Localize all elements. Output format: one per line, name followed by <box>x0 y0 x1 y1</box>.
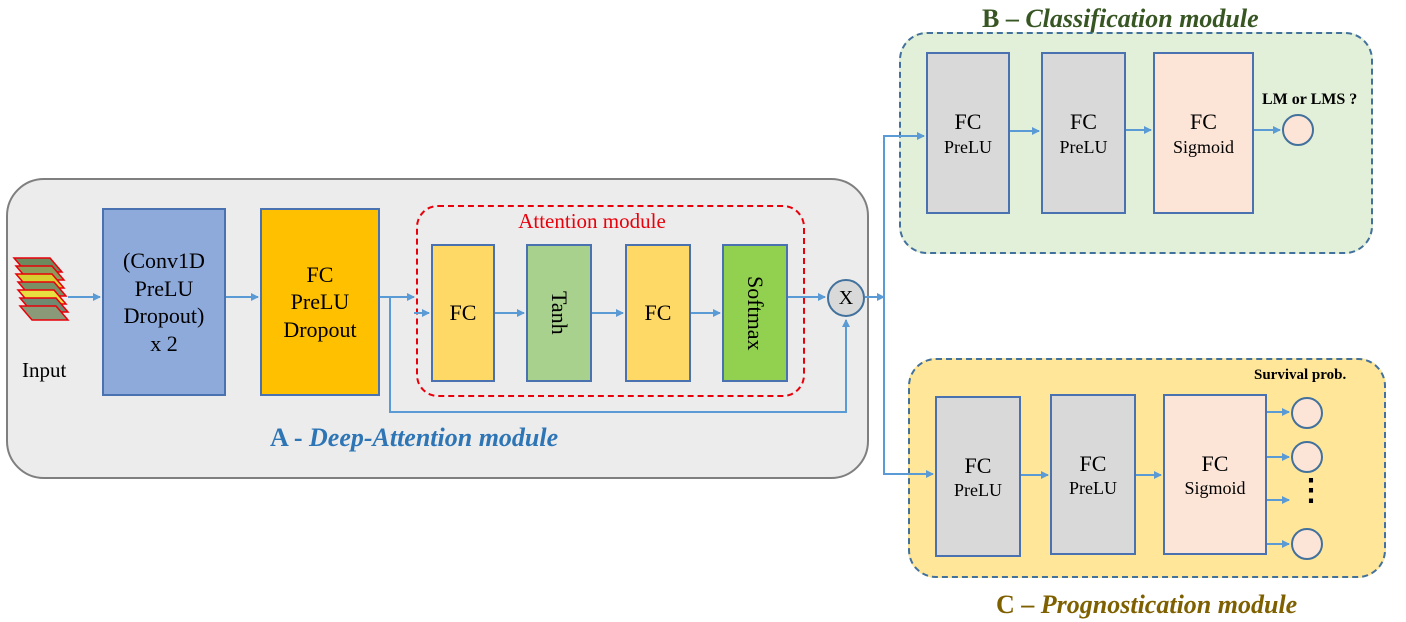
prognostication-fc-3-line-1: FC <box>1201 450 1229 476</box>
classification-fc-1: FC PreLU <box>926 52 1010 214</box>
tanh-label: Tanh <box>547 291 572 335</box>
classification-fc-1-line-2: PreLU <box>944 136 992 157</box>
classification-fc-3-line-2: Sigmoid <box>1172 136 1234 157</box>
survival-ellipsis: ⋮ <box>1296 474 1326 507</box>
conv1d-line-1: (Conv1D <box>123 248 205 273</box>
attention-fc-1: FC <box>431 244 495 382</box>
multiply-symbol: X <box>838 286 854 309</box>
classification-fc-1-line-1: FC <box>954 109 982 134</box>
prognostication-fc-3-line-2: Sigmoid <box>1184 478 1246 498</box>
module-b-title: B – Classification module <box>982 4 1259 34</box>
module-b-name: Classification module <box>1025 4 1259 33</box>
survival-prob-label: Survival prob. <box>1254 367 1347 383</box>
prognostication-fc-1-line-2: PreLU <box>954 480 1002 500</box>
prognostication-fc-2: FC PreLU <box>1050 394 1136 555</box>
module-a-name: Deep-Attention module <box>309 423 559 452</box>
classification-fc-3-line-1: FC <box>1190 109 1217 134</box>
survival-output-node-2 <box>1291 441 1323 473</box>
fc-dropout-line-2: PreLU <box>290 289 350 315</box>
prognostication-fc-1: FC PreLU <box>935 396 1021 557</box>
classification-output-node <box>1282 114 1314 146</box>
prognostication-fc-1-line-1: FC <box>964 452 992 478</box>
survival-output-node-3 <box>1291 528 1323 560</box>
fc-dropout-line-3: Dropout <box>283 316 357 342</box>
conv1d-line-2: PreLU <box>134 275 194 301</box>
softmax-label: Softmax <box>743 275 768 351</box>
survival-output-node-1 <box>1291 397 1323 429</box>
tanh-block: Tanh <box>526 244 592 382</box>
arrow-to-prognostication <box>883 297 934 478</box>
attention-fc-2-label: FC <box>644 300 672 326</box>
classification-fc-2: FC PreLU <box>1041 52 1126 214</box>
conv1d-line-3: Dropout) <box>123 303 205 328</box>
module-c-title: C – Prognostication module <box>996 590 1297 620</box>
classification-fc-3: FC Sigmoid <box>1153 52 1254 214</box>
module-a-title: A - Deep-Attention module <box>270 423 558 453</box>
classification-fc-2-line-2: PreLU <box>1059 136 1108 157</box>
arrow-skip-to-multiply <box>389 297 850 413</box>
softmax-block: Softmax <box>722 244 788 382</box>
fc-dropout-line-1: FC <box>306 261 334 287</box>
input-label: Input <box>22 358 67 382</box>
attention-module-box <box>416 205 805 397</box>
attention-fc-1-label: FC <box>449 300 477 326</box>
prognostication-fc-2-line-2: PreLU <box>1069 478 1117 498</box>
prognostication-fc-3: FC Sigmoid <box>1163 394 1267 555</box>
attention-fc-2: FC <box>625 244 691 382</box>
conv1d-line-4: x 2 <box>150 330 178 356</box>
fc-dropout-block: FC PreLU Dropout <box>260 208 380 396</box>
prognostication-fc-2-line-1: FC <box>1079 450 1107 476</box>
classification-fc-2-line-1: FC <box>1070 109 1097 134</box>
multiply-node: X <box>827 279 865 317</box>
classification-output-label: LM or LMS ? <box>1262 91 1358 108</box>
arrow-to-classification <box>883 132 925 297</box>
module-c-name: Prognostication module <box>1040 590 1298 619</box>
module-c-prefix: C – <box>996 590 1041 619</box>
attention-module-title: Attention module <box>518 209 666 233</box>
module-b-prefix: B – <box>982 4 1026 33</box>
conv1d-block: (Conv1D PreLU Dropout) x 2 <box>102 208 226 396</box>
module-a-prefix: A - <box>270 423 309 452</box>
